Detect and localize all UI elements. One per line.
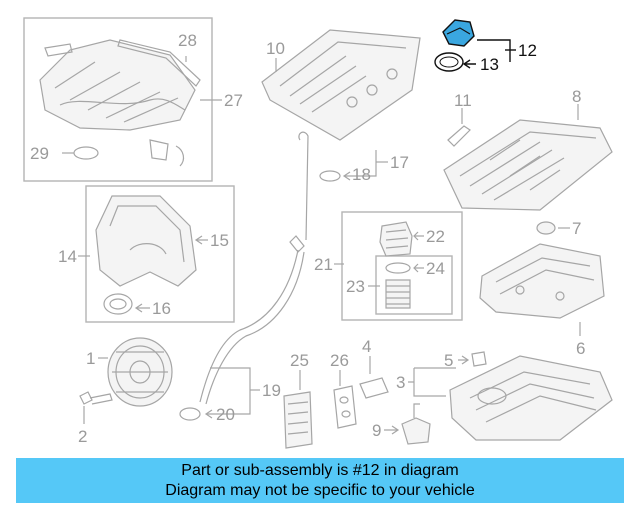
leader-15 — [194, 235, 208, 245]
callout-21: 21 — [314, 255, 333, 274]
banner-line-2: Diagram may not be specific to your vehi… — [165, 481, 475, 499]
callout-22: 22 — [426, 227, 445, 246]
callout-17: 17 — [390, 153, 409, 172]
callout-20: 20 — [216, 405, 235, 424]
callout-28: 28 — [178, 31, 197, 50]
dipstick-part — [298, 131, 309, 241]
o-ring-20-part — [179, 407, 201, 421]
plug-7-part — [536, 221, 556, 235]
callout-16: 16 — [152, 299, 171, 318]
callout-23: 23 — [346, 277, 365, 296]
callout-1: 1 — [86, 349, 95, 368]
callout-29: 29 — [30, 144, 49, 163]
drain-plug-5-part — [471, 351, 487, 367]
callout-12: 12 — [518, 41, 537, 60]
sensor-part — [149, 139, 185, 167]
oil-filter-subgroup-box — [375, 255, 453, 315]
callout-27: 27 — [224, 91, 243, 110]
oil-filler-cap-part — [442, 19, 475, 47]
callout-6: 6 — [576, 339, 585, 358]
timing-cover-part — [95, 195, 197, 287]
callout-8: 8 — [572, 87, 581, 106]
oil-filter-cap-part — [379, 221, 413, 257]
callout-11: 11 — [454, 91, 472, 110]
callout-2: 2 — [78, 427, 87, 446]
callout-24: 24 — [426, 259, 445, 278]
leader-3 — [408, 367, 456, 397]
intake-manifold-part — [39, 39, 196, 131]
seal-16-part — [103, 293, 133, 315]
leader-9 — [384, 425, 400, 435]
gasket-26-part — [333, 385, 357, 429]
leader-12 — [477, 39, 511, 62]
oil-filter-group-box — [341, 211, 463, 321]
o-ring-29-part — [73, 146, 99, 160]
callout-15: 15 — [210, 231, 229, 250]
cylinder-head-part — [443, 119, 613, 211]
callout-25: 25 — [290, 351, 309, 370]
leader-13 — [462, 59, 476, 69]
sensor-9-part — [401, 403, 431, 445]
oil-filter-element-part — [385, 279, 411, 309]
o-ring-24-part — [385, 262, 411, 274]
bolt-part — [79, 391, 113, 405]
leader-5 — [458, 355, 470, 365]
info-banner: Part or sub-assembly is #12 in diagram D… — [16, 458, 624, 503]
o-ring-18-part — [319, 170, 341, 182]
banner-line-1: Part or sub-assembly is #12 in diagram — [181, 461, 459, 479]
leader-22 — [413, 231, 424, 241]
upper-oil-pan-part — [479, 243, 605, 319]
timing-cover-group-box — [85, 185, 235, 323]
bracket-part — [44, 43, 73, 57]
leader-16 — [134, 303, 150, 313]
gasket-11-part — [447, 125, 471, 147]
lower-oil-pan-part — [449, 355, 613, 441]
seal-ring-part — [434, 52, 464, 72]
callout-19: 19 — [262, 381, 281, 400]
callout-14: 14 — [58, 247, 77, 266]
crankshaft-pulley-part — [107, 337, 173, 407]
dipstick-guide-part — [199, 235, 305, 405]
callout-9: 9 — [372, 421, 381, 440]
callout-10: 10 — [266, 39, 285, 58]
callout-18: 18 — [352, 165, 371, 184]
gasket-28-part — [117, 39, 201, 87]
callout-4: 4 — [362, 337, 371, 356]
callout-26: 26 — [330, 351, 349, 370]
callout-5: 5 — [444, 351, 453, 370]
baffle-4-part — [359, 377, 389, 399]
valve-cover-part — [261, 29, 421, 141]
callout-13: 13 — [480, 55, 499, 74]
parts-diagram: 28 27 29 10 12 13 11 8 17 18 — [23, 17, 613, 449]
callout-3: 3 — [396, 373, 405, 392]
callout-7: 7 — [572, 219, 581, 238]
leader-19 — [204, 367, 251, 419]
leader-17 — [342, 150, 377, 181]
oil-cooler-part — [283, 391, 313, 449]
leader-24 — [413, 263, 424, 273]
